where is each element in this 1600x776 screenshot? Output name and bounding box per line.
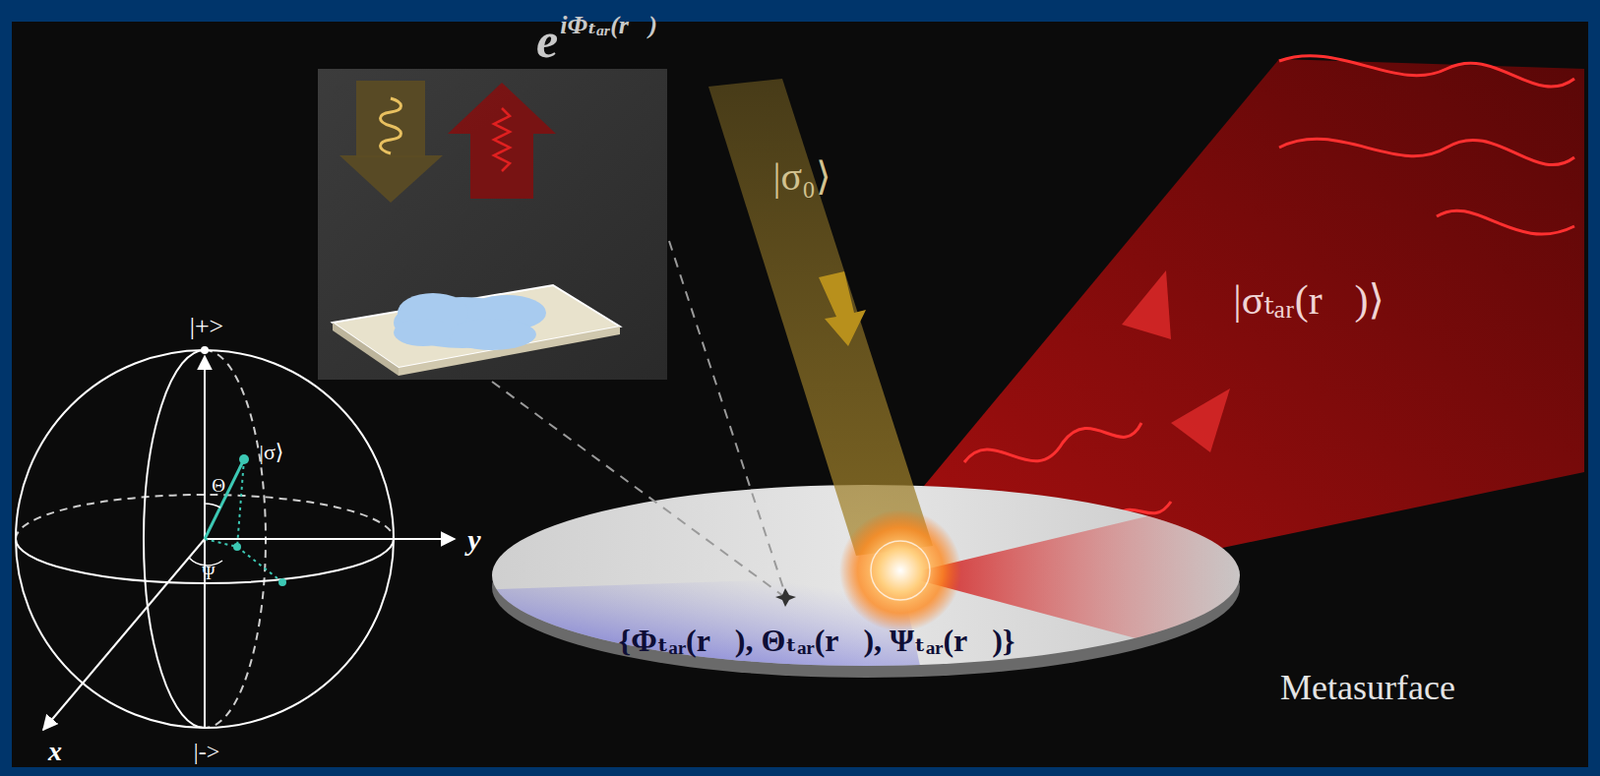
state-label: |->	[193, 738, 220, 765]
angle-label: Ψ	[201, 564, 215, 585]
beam-label: |σₜₐᵣ(r⃗)⟩	[1232, 277, 1385, 323]
inset-panel: eiΦₜₐᵣ(r⃗)	[317, 68, 668, 380]
angle-label: Θ	[211, 476, 226, 497]
metasurface-label: Metasurface	[1280, 669, 1456, 709]
state-label: |+>	[189, 312, 225, 342]
axis-label: y	[467, 523, 481, 556]
axis-label: x	[48, 737, 62, 768]
state-label: |σ⟩	[259, 440, 285, 465]
target-set: {Φₜₐᵣ(r⃗), Θₜₐᵣ(r⃗), Ψₜₐᵣ(r⃗)}	[618, 623, 1016, 659]
metasurface-disc: {Φₜₐᵣ(r⃗), Θₜₐᵣ(r⃗), Ψₜₐᵣ(r⃗)}Metasurfac…	[492, 485, 1240, 667]
phase-exponent: iΦₜₐᵣ(r⃗)	[559, 11, 658, 41]
beam-label: |σ₀⟩	[772, 155, 831, 199]
phase-base: e	[536, 13, 558, 68]
